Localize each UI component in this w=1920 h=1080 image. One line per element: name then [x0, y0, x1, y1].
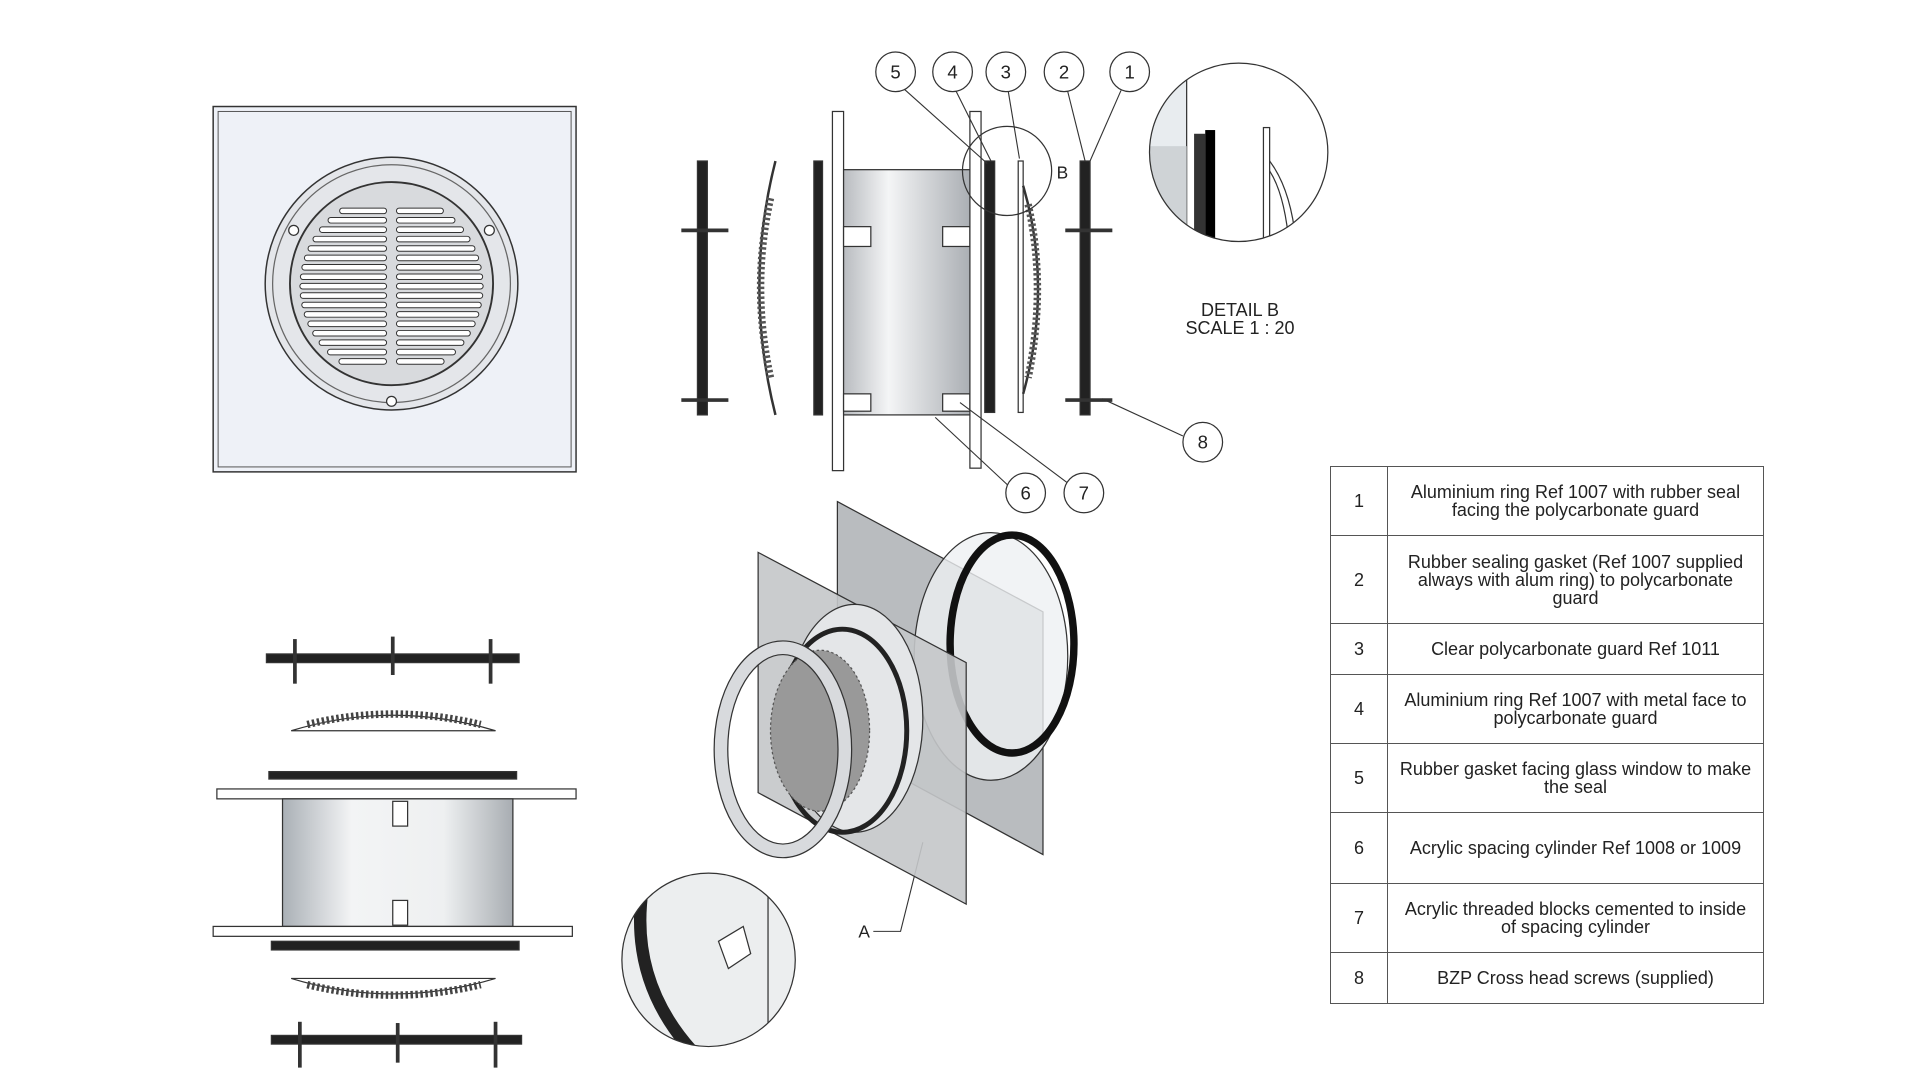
grille-slot: [395, 292, 484, 299]
grille-slot: [395, 216, 456, 224]
balloon-label: 4: [947, 61, 957, 82]
detail-b-marker: [961, 125, 1053, 217]
part-description: Aluminium ring Ref 1007 with rubber seal…: [1387, 466, 1764, 536]
part-number: 8: [1330, 952, 1388, 1004]
screw-icon: [385, 395, 398, 407]
screw-icon: [483, 224, 495, 236]
grille-slot: [299, 282, 388, 290]
detail-b-view: [1148, 62, 1329, 243]
balloon-4: 4: [932, 51, 974, 93]
balloon-8: 8: [1182, 421, 1224, 463]
part-number: 4: [1330, 674, 1388, 744]
isometric-view: [713, 500, 1078, 906]
grille-slot: [339, 207, 388, 215]
grille-slot: [395, 273, 484, 281]
grille-slot: [395, 348, 456, 356]
balloon-7: 7: [1063, 472, 1105, 514]
detail-b-scale: SCALE 1 : 20: [1185, 318, 1295, 338]
part-number: 1: [1330, 466, 1388, 536]
grille-slot: [395, 245, 476, 252]
balloon-5: 5: [875, 51, 917, 93]
grille-slot: [395, 235, 471, 243]
grille-slot: [301, 264, 388, 271]
exploded-side-view: [681, 110, 1113, 472]
balloon-label: 8: [1198, 432, 1208, 453]
grille-slot: [303, 311, 388, 318]
grille-slot: [312, 329, 388, 337]
balloon-1: 1: [1109, 51, 1151, 93]
screw-icon: [288, 224, 300, 236]
front-view: [212, 105, 577, 473]
grille-slot: [395, 226, 464, 233]
part-description: Acrylic spacing cylinder Ref 1008 or 100…: [1387, 812, 1764, 884]
grille-slot: [312, 235, 388, 243]
grille-slot: [395, 329, 471, 337]
detail-a-view: [621, 872, 796, 1048]
part-description: Acrylic threaded blocks cemented to insi…: [1387, 883, 1764, 953]
detail-b-caption: DETAIL B SCALE 1 : 20: [1170, 301, 1310, 337]
balloon-label: 1: [1125, 61, 1135, 82]
detail-b-label: B: [1057, 162, 1069, 182]
part-number: 5: [1330, 743, 1388, 813]
detail-b-title: DETAIL B: [1200, 300, 1280, 320]
grille-slot: [395, 358, 445, 365]
grille-slot: [307, 320, 388, 328]
grille-slot: [327, 216, 388, 224]
grille-slot: [307, 245, 388, 252]
top-view: [212, 636, 577, 1068]
grille-slot: [395, 311, 480, 318]
part-number: 6: [1330, 812, 1388, 884]
grille-slot: [395, 320, 476, 328]
grille-slot: [303, 254, 388, 262]
balloon-label: 3: [1001, 61, 1011, 82]
part-description: Clear polycarbonate guard Ref 1011: [1387, 623, 1764, 675]
balloon-2: 2: [1043, 51, 1085, 93]
grille-slot: [395, 264, 482, 271]
part-number: 3: [1330, 623, 1388, 675]
grille-slot: [319, 226, 388, 233]
grille-slot: [299, 273, 388, 281]
part-description: Rubber sealing gasket (Ref 1007 supplied…: [1387, 535, 1764, 624]
grille-slot: [395, 282, 484, 290]
grille-slot: [299, 292, 388, 299]
leader-lines: [873, 88, 1184, 932]
grille-slot: [318, 339, 388, 346]
balloon-label: 5: [890, 61, 900, 82]
grille-slot: [301, 301, 388, 309]
balloon-label: 7: [1079, 482, 1089, 503]
part-number: 7: [1330, 883, 1388, 953]
part-description: Rubber gasket facing glass window to mak…: [1387, 743, 1764, 813]
balloons: 5 4 3 2 1 8 6 7 B A: [858, 51, 1224, 942]
grille-slot: [395, 254, 480, 262]
grille-slot: [327, 348, 388, 356]
grille-slot: [395, 207, 444, 215]
balloon-label: 6: [1020, 482, 1030, 503]
grille-slot: [395, 301, 482, 309]
part-number: 2: [1330, 535, 1388, 624]
part-description: Aluminium ring Ref 1007 with metal face …: [1387, 674, 1764, 744]
balloon-3: 3: [985, 51, 1027, 93]
grille-slots: [299, 207, 484, 365]
balloon-6: 6: [1005, 472, 1047, 514]
part-description: BZP Cross head screws (supplied): [1387, 952, 1764, 1004]
balloon-label: 2: [1059, 61, 1069, 82]
grille-slot: [338, 358, 388, 365]
detail-a-label: A: [858, 922, 870, 942]
grille-slot: [395, 339, 465, 346]
